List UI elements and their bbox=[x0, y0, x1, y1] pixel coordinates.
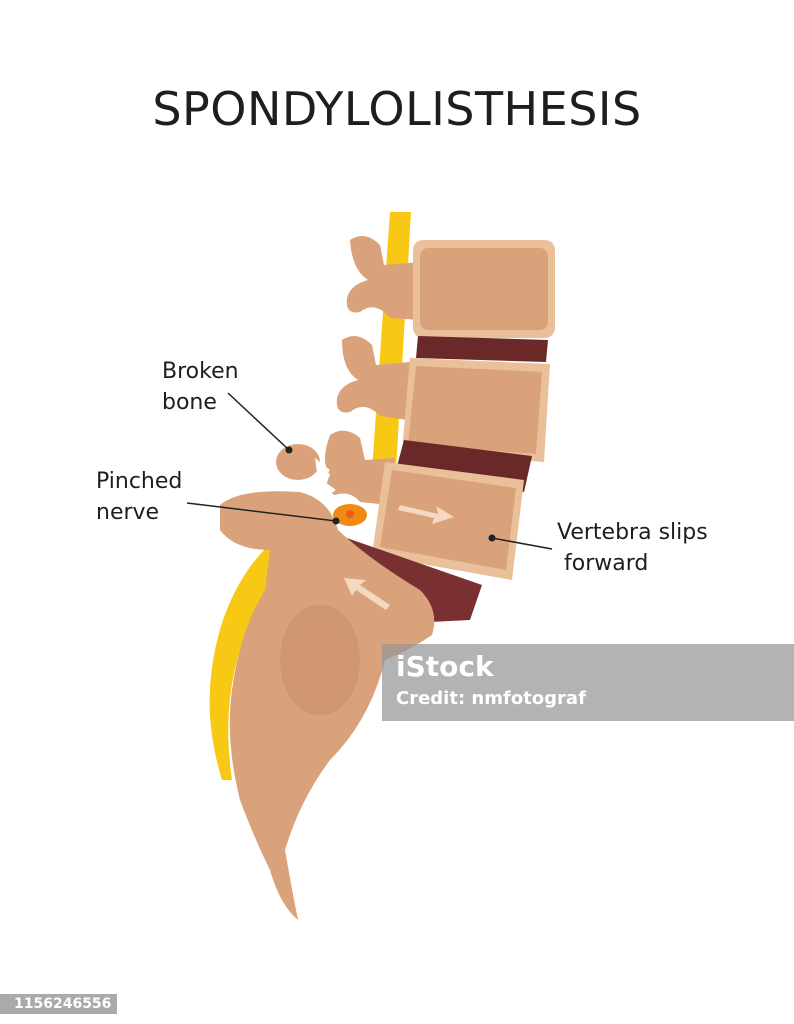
vertebra-2-body-inner bbox=[408, 366, 542, 454]
sacral-disc bbox=[338, 535, 482, 622]
label-line: Pinched bbox=[96, 469, 183, 494]
label-line: forward bbox=[564, 551, 649, 576]
vertebra-2-process bbox=[336, 336, 410, 420]
pinched-nerve-center bbox=[346, 510, 354, 518]
label-vertebra-slips: Vertebra slips forward bbox=[557, 517, 708, 579]
vertebra-slips-pointer bbox=[491, 537, 553, 550]
broken-bone-pointer-dot bbox=[285, 446, 293, 454]
label-broken-bone: Broken bone bbox=[162, 356, 239, 418]
vertebra-1-body-inner bbox=[420, 248, 548, 330]
label-line: Broken bbox=[162, 359, 239, 384]
label-line: Vertebra slips bbox=[557, 520, 708, 545]
image-id: 1156246556 bbox=[0, 994, 118, 1014]
vertebra-slips-pointer-dot bbox=[488, 534, 496, 542]
broken-bone-pointer bbox=[227, 392, 290, 451]
vertebra-3-process bbox=[325, 430, 395, 505]
backward-arrow-icon bbox=[344, 578, 390, 610]
label-line: nerve bbox=[96, 500, 160, 525]
pinched-nerve-pointer bbox=[186, 502, 337, 522]
disc-1 bbox=[416, 336, 548, 362]
vertebra-1-process bbox=[346, 236, 420, 320]
watermark: iStock Credit: nmfotograf bbox=[382, 644, 794, 721]
forward-arrow-icon bbox=[398, 505, 454, 524]
watermark-logo: iStock bbox=[396, 650, 494, 683]
fracture-gap bbox=[315, 458, 336, 496]
vertebra-3-body-inner bbox=[380, 470, 516, 570]
broken-bone-fragment bbox=[276, 444, 320, 480]
label-line: bone bbox=[162, 390, 217, 415]
diagram-title: SPONDYLOLISTHESIS bbox=[152, 82, 642, 136]
pinched-nerve-pointer-dot bbox=[332, 517, 340, 525]
watermark-credit: Credit: nmfotograf bbox=[396, 688, 586, 709]
sacrum-shading bbox=[280, 605, 360, 715]
label-pinched-nerve: Pinched nerve bbox=[96, 466, 182, 528]
